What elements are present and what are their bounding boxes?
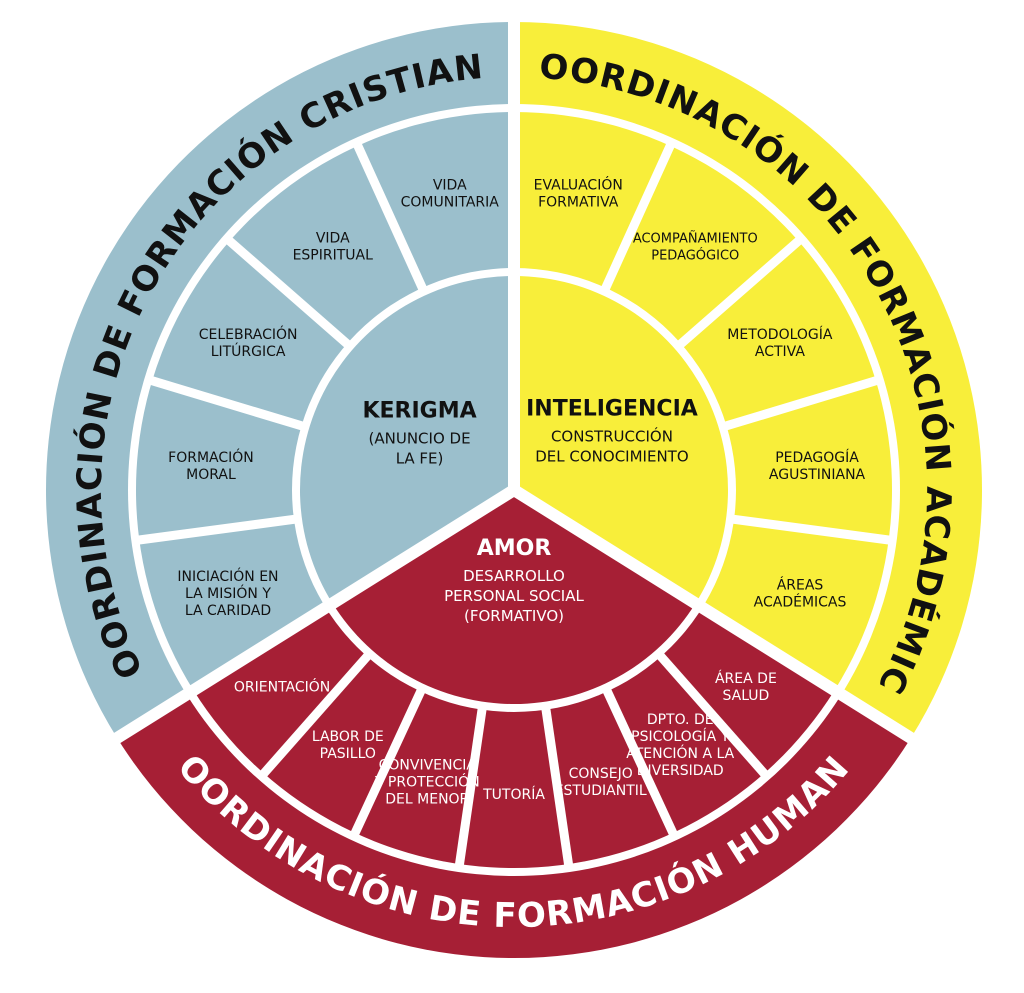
ring-divider-cristiana-4: [352, 140, 429, 294]
ring-divider-humana-6: [257, 650, 374, 780]
core-sector-humana: [332, 490, 696, 704]
ring-divider-cristiana-1: [134, 514, 299, 545]
ring-divider-humana-5: [349, 685, 427, 839]
ring-divider-humana-2: [601, 685, 679, 839]
ring-divider-academica-1: [599, 140, 676, 294]
ring-label-humana-3: TUTORÍA: [482, 786, 545, 803]
core-title-humana: AMOR: [477, 536, 552, 561]
ring-divider-cristiana-2: [147, 375, 307, 432]
ring-divider-academica-4: [729, 514, 894, 545]
main-divider-1: [510, 484, 920, 747]
main-divider-2: [108, 484, 518, 747]
ring-divider-humana-4: [454, 705, 488, 869]
core-title-academica: INTELIGENCIA: [526, 397, 698, 422]
ring-divider-academica-2: [675, 234, 805, 350]
ring-divider-humana-3: [540, 705, 574, 869]
ring-label-humana-6: ORIENTACIÓN: [234, 678, 330, 696]
ring-divider-academica-3: [721, 375, 881, 432]
ring-divider-cristiana-3: [223, 234, 353, 350]
divider-lines: [108, 16, 920, 869]
core-title-cristiana: KERIGMA: [362, 399, 476, 424]
ring-divider-humana-1: [654, 650, 771, 780]
